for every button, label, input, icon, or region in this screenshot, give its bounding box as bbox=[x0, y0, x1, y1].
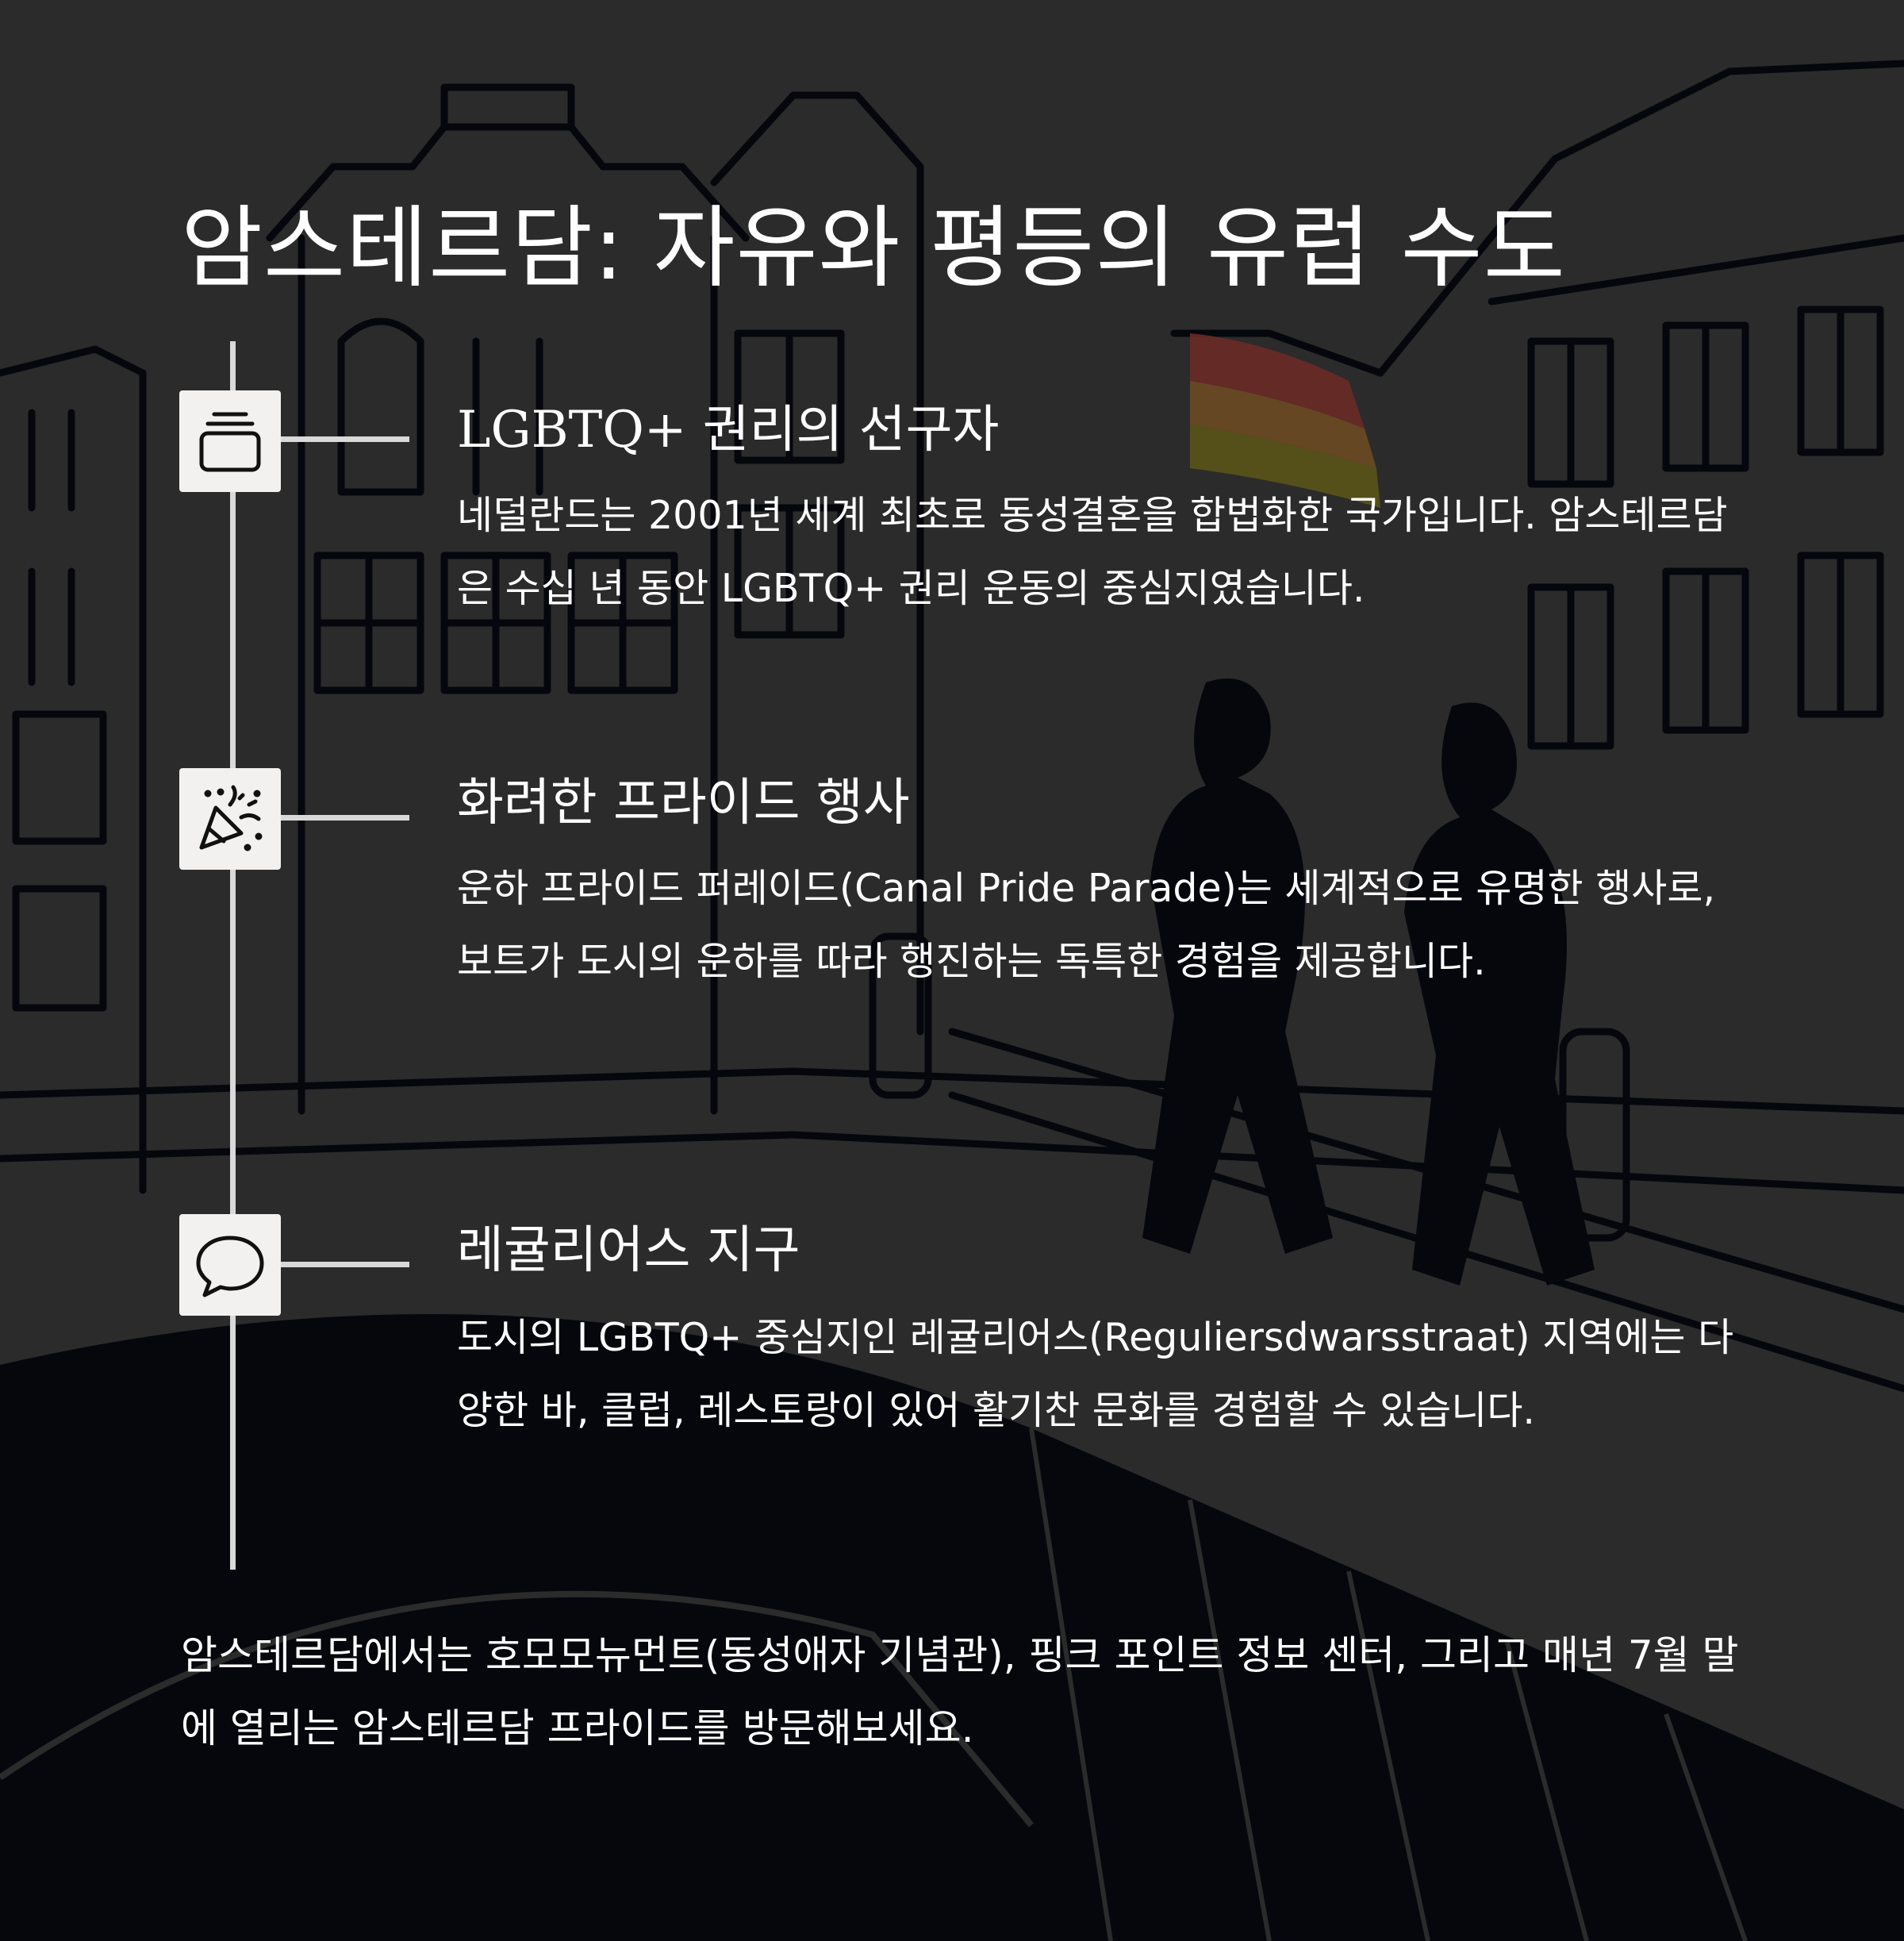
timeline-connector bbox=[281, 1262, 409, 1267]
page-title: 암스테르담: 자유와 평등의 유럽 수도 bbox=[181, 197, 1566, 300]
history-stack-icon bbox=[179, 390, 281, 492]
timeline-connector bbox=[281, 815, 409, 821]
timeline-line bbox=[230, 341, 236, 1570]
item-heading: LGBTQ+ 권리의 선구자 bbox=[457, 401, 1000, 459]
party-popper-icon bbox=[179, 768, 281, 870]
footer-text: 암스테르담에서는 호모모뉴먼트(동성애자 기념관), 핑크 포인트 정보 센터,… bbox=[181, 1632, 1739, 1751]
item-body: 운하 프라이드 퍼레이드(Canal Pride Parade)는 세계적으로 … bbox=[457, 866, 1716, 984]
speech-bubble-icon bbox=[179, 1214, 281, 1316]
item-body: 도시의 LGBTQ+ 중심지인 레귤리어스(Reguliersdwarsstra… bbox=[457, 1315, 1734, 1433]
item-body: 네덜란드는 2001년 세계 최초로 동성결혼을 합법화한 국가입니다. 암스테… bbox=[457, 493, 1728, 611]
item-heading: 화려한 프라이드 행사 bbox=[457, 774, 910, 832]
timeline-connector bbox=[281, 436, 409, 442]
item-heading: 레귤리어스 지구 bbox=[457, 1221, 800, 1280]
